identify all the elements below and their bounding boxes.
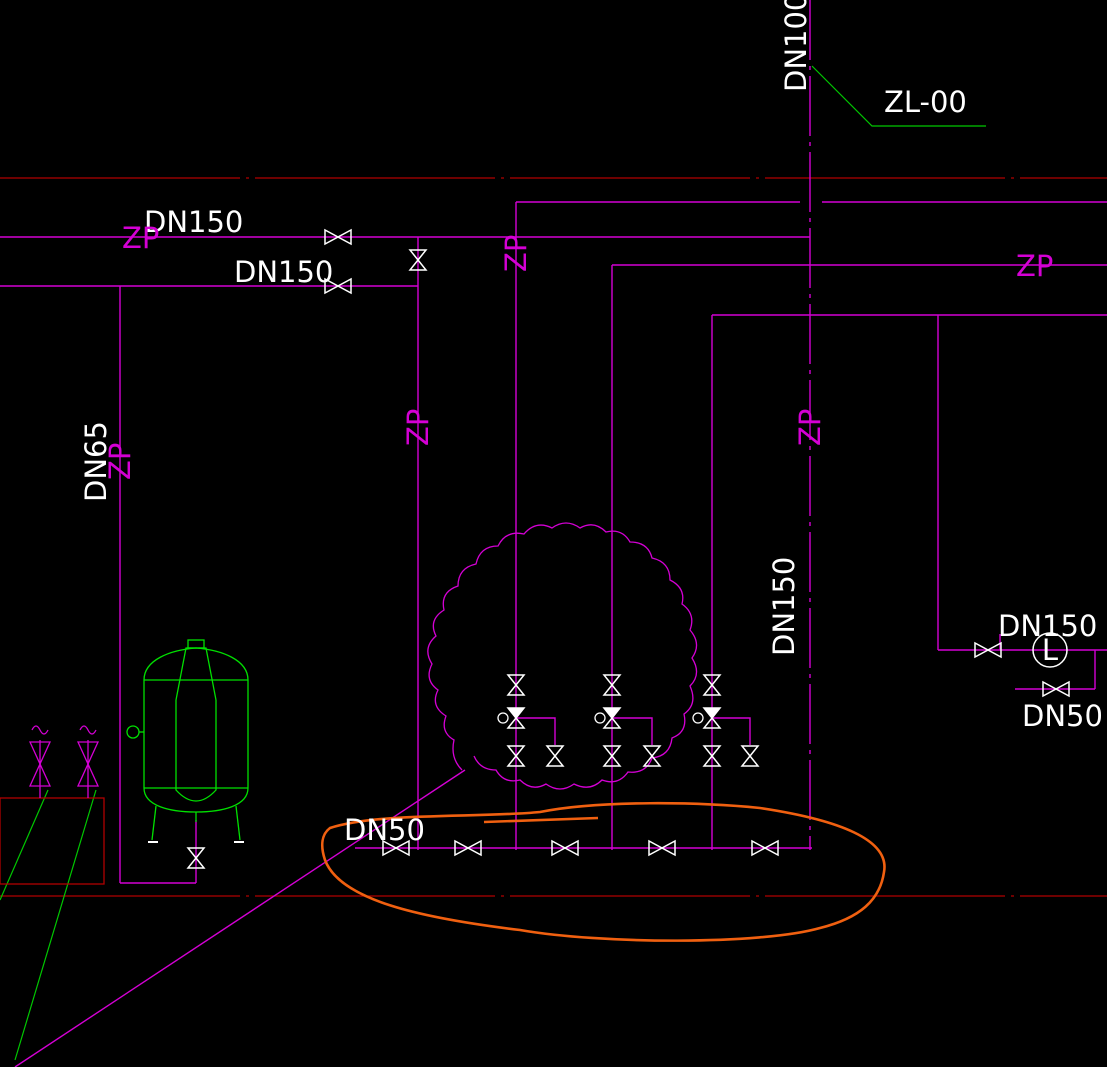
label-dn150-vertical: DN150 xyxy=(767,557,801,656)
pump-skid xyxy=(0,725,105,885)
label-zp-right-line: ZP xyxy=(1016,249,1053,283)
label-dn150-top: DN150 xyxy=(144,205,243,239)
pressure-tank xyxy=(126,639,249,841)
revision-cloud xyxy=(427,522,698,790)
label-dn150-meter: DN150 xyxy=(998,609,1097,643)
label-zp-mid-riser: ZP xyxy=(401,409,435,446)
leader-lines xyxy=(0,65,986,1061)
grid-lines xyxy=(0,177,1107,897)
label-dn50-right: DN50 xyxy=(1022,699,1103,733)
label-zl-tag: ZL-00 xyxy=(884,85,967,119)
gauge-circles xyxy=(497,712,704,724)
label-zp-main-riser: ZP xyxy=(793,409,827,446)
flow-meter: L xyxy=(1032,632,1068,668)
label-dn50-bottom: DN50 xyxy=(344,813,425,847)
label-zp-top-left: ZP xyxy=(122,221,159,255)
flow-meter-symbol: L xyxy=(1042,633,1058,667)
label-dn65: DN65 xyxy=(79,421,113,502)
label-zp-riser-top: ZP xyxy=(499,235,533,272)
markup-ellipse xyxy=(320,801,886,942)
label-dn100-riser: DN100 xyxy=(779,0,813,92)
label-zp-left-riser: ZP xyxy=(103,443,137,480)
label-dn150-second: DN150 xyxy=(234,255,333,289)
